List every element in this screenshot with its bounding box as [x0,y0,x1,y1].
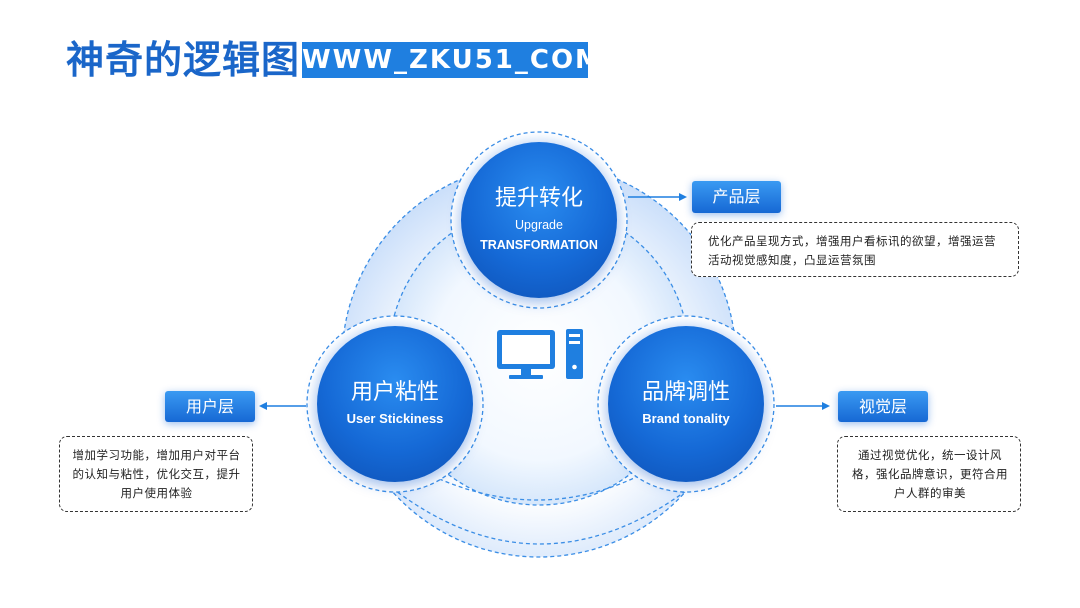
connector-product [628,193,687,201]
desc-visual-layer: 通过视觉优化，统一设计风格，强化品牌意识，更符合用户人群的审美 [837,436,1021,512]
node-upgrade-transformation: 提升转化 Upgrade TRANSFORMATION [461,142,617,298]
page-title: 神奇的逻辑图 [66,38,301,82]
node-user-stickiness: 用户粘性 User Stickiness [317,326,473,482]
node-title: 品牌调性 [641,380,730,405]
node-subtitle: User Stickiness [346,411,444,426]
tag-user-layer: 用户层 [165,391,255,422]
desc-product-layer: 优化产品呈现方式，增强用户看标讯的欲望，增强运营活动视觉感知度，凸显运营氛围 [691,222,1019,277]
lower-arc-outer [391,487,691,545]
tag-product-layer: 产品层 [692,181,781,213]
node-subtitle: Upgrade [515,218,563,232]
node-title: 提升转化 [494,186,583,211]
tag-visual-layer: 视觉层 [838,391,928,422]
computer-icon [497,329,583,379]
desc-user-layer: 增加学习功能，增加用户对平台的认知与粘性，优化交互，提升用户使用体验 [59,436,253,512]
node-brand-tonality: 品牌调性 Brand tonality [608,326,764,482]
lower-arc-inner [419,469,651,501]
node-subtitle-2: TRANSFORMATION [480,238,598,252]
connector-visual [776,402,830,410]
url-banner: WWW_ZKU51_COM [302,42,601,78]
connector-user [259,402,306,410]
node-title: 用户粘性 [350,380,439,405]
node-subtitle: Brand tonality [642,411,730,426]
